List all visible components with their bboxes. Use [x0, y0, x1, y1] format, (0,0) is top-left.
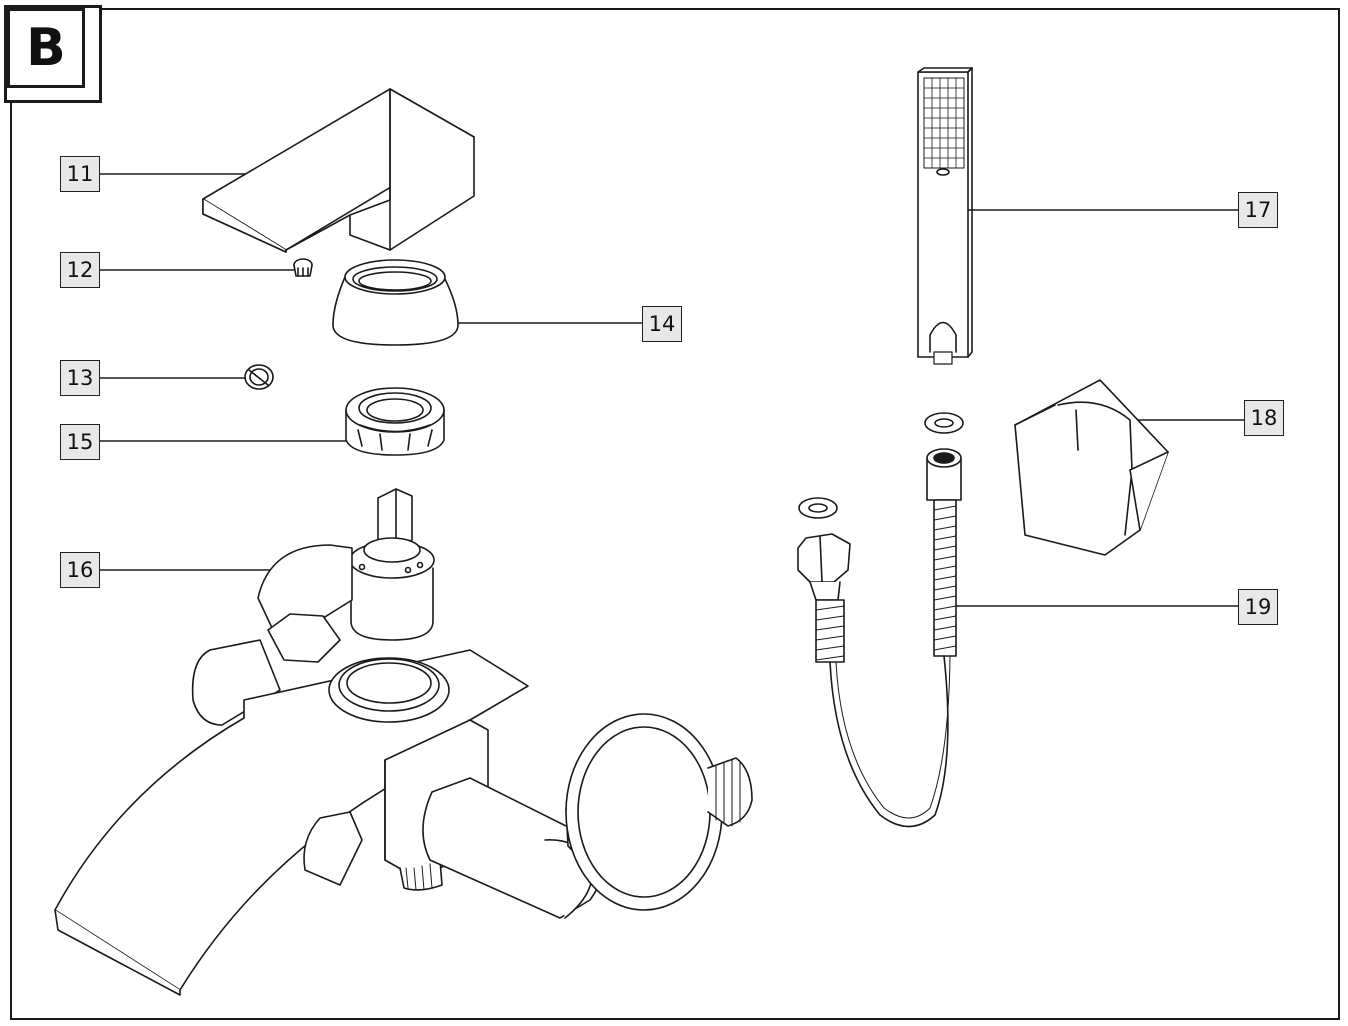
callout-19: 19: [1238, 589, 1278, 625]
diagram-frame: [10, 8, 1340, 1020]
callout-13: 13: [60, 360, 100, 396]
part-15-nut: [346, 388, 444, 455]
part-19-hose: [798, 413, 963, 827]
callout-16: 16: [60, 552, 100, 588]
part-12-screw: [294, 259, 312, 276]
mixer-body: [55, 545, 752, 995]
panel-letter-badge: B: [4, 5, 102, 103]
callout-11: 11: [60, 156, 100, 192]
callout-15: 15: [60, 424, 100, 460]
part-14-cover-cap: [333, 260, 458, 345]
part-11-handle: [203, 89, 474, 252]
callout-14: 14: [642, 306, 682, 342]
part-13-screw: [245, 365, 273, 389]
part-18-bracket: [1015, 380, 1168, 555]
callout-17: 17: [1238, 192, 1278, 228]
callout-18: 18: [1244, 400, 1284, 436]
panel-letter: B: [26, 18, 66, 78]
part-16-cartridge: [350, 489, 434, 640]
part-17-hand-shower: [918, 68, 972, 364]
callout-12: 12: [60, 252, 100, 288]
